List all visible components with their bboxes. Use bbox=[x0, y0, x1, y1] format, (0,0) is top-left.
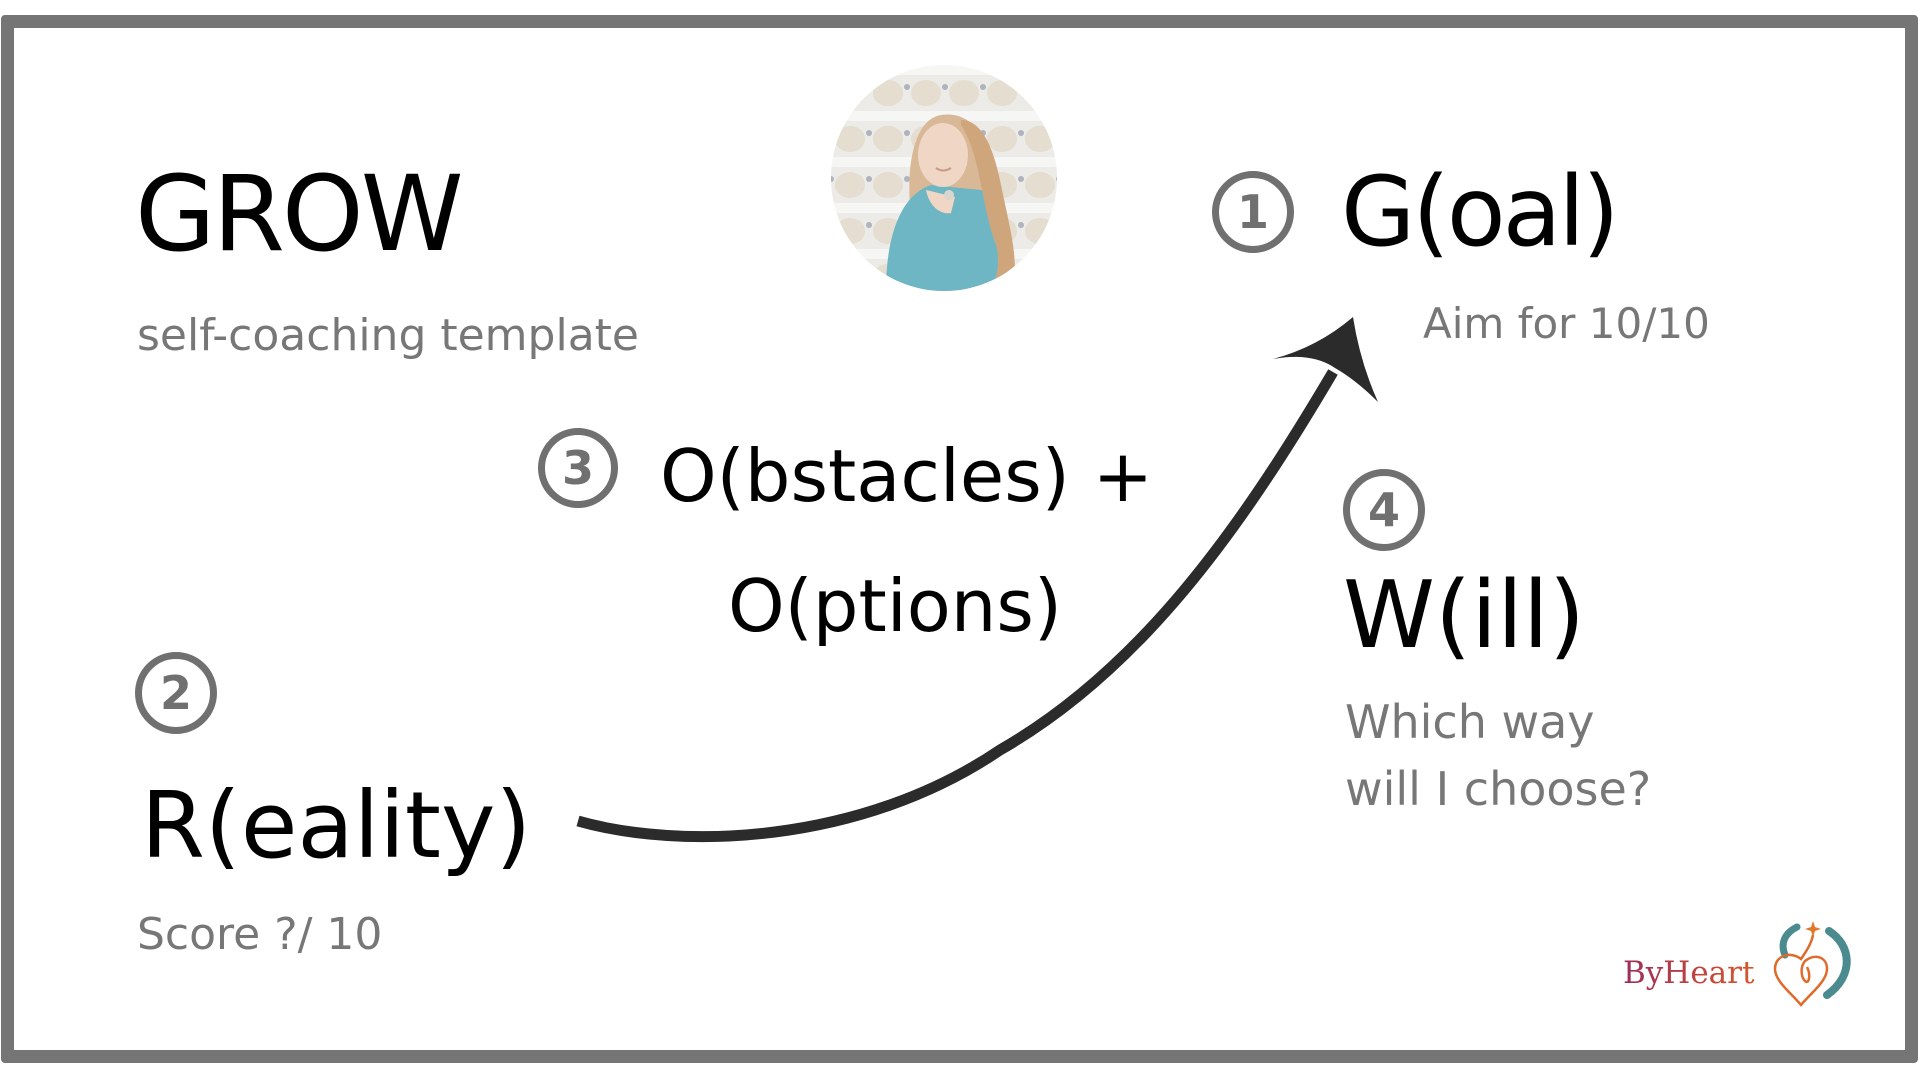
page-subtitle: self-coaching template bbox=[137, 310, 639, 361]
portrait-image bbox=[831, 65, 1057, 291]
step-2-badge: 2 bbox=[135, 652, 217, 734]
reality-note: Score ?/ 10 bbox=[137, 909, 383, 960]
logo-text: ByHeart bbox=[1623, 955, 1755, 991]
step-1-number: 1 bbox=[1236, 185, 1269, 239]
will-heading: W(ill) bbox=[1343, 561, 1586, 669]
reality-heading: R(eality) bbox=[141, 772, 532, 879]
step-3-number: 3 bbox=[561, 441, 594, 495]
obstacles-heading: O(bstacles) + bbox=[660, 434, 1154, 518]
step-3-badge: 3 bbox=[538, 428, 618, 508]
will-note-line-2: will I choose? bbox=[1345, 762, 1652, 816]
will-note-line-1: Which way bbox=[1345, 695, 1595, 749]
step-2-number: 2 bbox=[159, 666, 192, 720]
step-1-badge: 1 bbox=[1212, 171, 1294, 253]
byheart-logo-icon: ByHeart bbox=[1623, 921, 1851, 1007]
step-4-badge: 4 bbox=[1343, 469, 1425, 551]
goal-heading: G(oal) bbox=[1341, 156, 1620, 268]
page-title: GROW bbox=[135, 153, 464, 275]
goal-note: Aim for 10/10 bbox=[1423, 299, 1710, 348]
coach-photo bbox=[831, 65, 1057, 291]
options-heading: O(ptions) bbox=[728, 564, 1062, 648]
step-4-number: 4 bbox=[1367, 483, 1400, 537]
